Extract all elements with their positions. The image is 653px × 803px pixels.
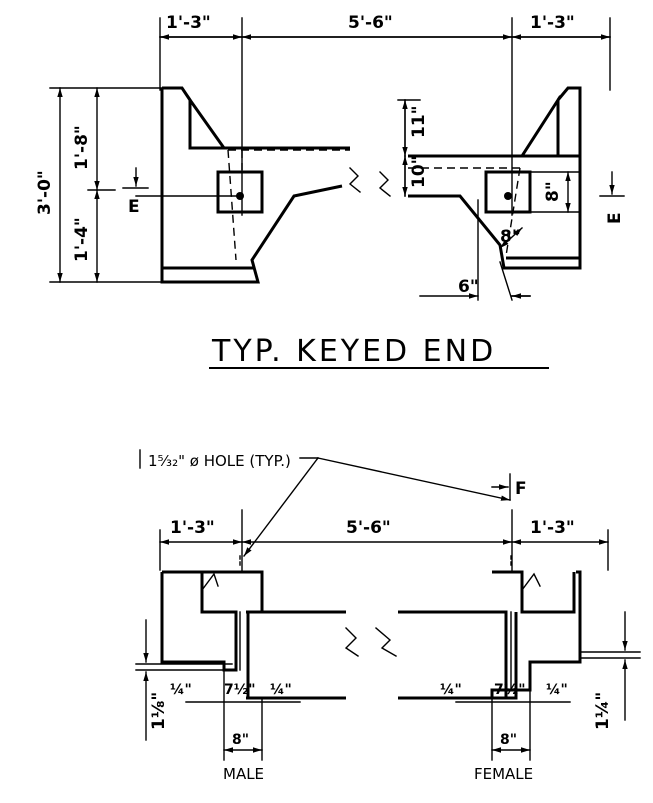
left-lifting-box (216, 170, 264, 214)
joint-dim-left: 1'-3" (170, 518, 215, 538)
male-dim-c: ¼" (270, 682, 292, 698)
dim-top-center: 5'-6" (348, 13, 393, 33)
dim-8-vert: 8" (543, 181, 563, 202)
dim-11: 11" (409, 105, 429, 138)
left-block-outline (160, 88, 343, 284)
female-dim-vert: 1¼" (593, 692, 613, 730)
female-dim-a: ¼" (440, 682, 462, 698)
male-dim-vert: 1⅛" (149, 692, 169, 730)
female-block-outline (492, 570, 576, 614)
dim-10: 10" (409, 155, 429, 188)
right-block-outline (408, 156, 582, 270)
section-mark-f: F (515, 479, 527, 499)
male-block-outline (160, 572, 238, 672)
dim-lower: 1'-4" (72, 217, 92, 262)
dim-top-left: 1'-3" (166, 13, 211, 33)
male-block-upper (162, 570, 264, 700)
female-dim-c: ¼" (546, 682, 568, 698)
female-dim-width: 8" (500, 732, 517, 748)
dim-8-diag: 8" (500, 227, 521, 247)
right-block-top (408, 86, 582, 158)
joint-view: 1⁵⁄₃₂" ø HOLE (TYP.) F 1'-3" 5'-6" 1'-3" (135, 449, 641, 783)
section-mark-e-left: E (128, 197, 140, 217)
joint-dim-right: 1'-3" (530, 518, 575, 538)
female-label: FEMALE (474, 765, 533, 783)
dim-upper: 1'-8" (72, 125, 92, 170)
section-mark-e-right: E (605, 212, 625, 224)
dim-top-right: 1'-3" (530, 13, 575, 33)
female-dim-b: 7½" (494, 682, 526, 698)
male-dim-b: 7½" (224, 682, 256, 698)
right-lifting-box (484, 170, 532, 214)
male-dim-a: ¼" (170, 682, 192, 698)
female-block-inner (398, 610, 508, 700)
keyed-end-view: 1'-3" 5'-6" 1'-3" 3'-0" 1'-8" 1'-4" E (35, 13, 625, 369)
male-label: MALE (223, 765, 264, 783)
male-dim-width: 8" (232, 732, 249, 748)
hole-note: 1⁵⁄₃₂" ø HOLE (TYP.) (148, 452, 291, 470)
joint-dim-center: 5'-6" (346, 518, 391, 538)
keyed-end-title: TYP. KEYED END (211, 334, 496, 369)
dim-total-height: 3'-0" (35, 170, 55, 215)
dim-6: 6" (458, 277, 479, 297)
